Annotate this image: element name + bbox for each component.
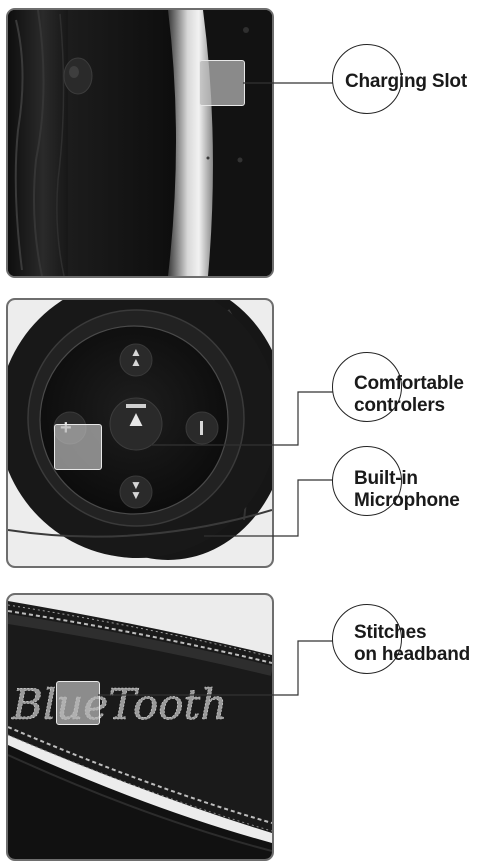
charging-slot-callout-circle — [332, 44, 402, 114]
skip-forward-icon: ▲▲ — [130, 345, 142, 369]
minus-icon — [200, 421, 203, 435]
stitches-callout-circle — [332, 604, 402, 674]
stitches-highlight — [56, 681, 100, 725]
headband-photo: BlueTooth — [6, 593, 274, 861]
menu-bars-icon — [126, 404, 146, 408]
earcup-side-illustration — [8, 10, 272, 276]
controls-photo: ▲▲ ▼▼ ▲ + — [6, 298, 274, 568]
charging-slot-photo — [6, 8, 274, 278]
controls-label: Comfortable controlers — [354, 373, 464, 416]
stitches-label: Stitches on headband — [354, 622, 471, 665]
skip-back-icon: ▼▼ — [130, 478, 142, 502]
play-pause-icon: ▲ — [125, 406, 147, 431]
control-panel-illustration — [8, 300, 272, 566]
controls-highlight — [54, 424, 102, 470]
charging-slot-highlight — [199, 60, 245, 106]
brand-embroidery: BlueTooth — [11, 680, 227, 729]
charging-slot-label: Charging Slot — [345, 71, 467, 92]
microphone-label: Built-in Microphone — [354, 468, 460, 511]
microphone-callout-circle — [332, 446, 402, 516]
controls-callout-circle — [332, 352, 402, 422]
headband-illustration: BlueTooth — [8, 595, 272, 859]
